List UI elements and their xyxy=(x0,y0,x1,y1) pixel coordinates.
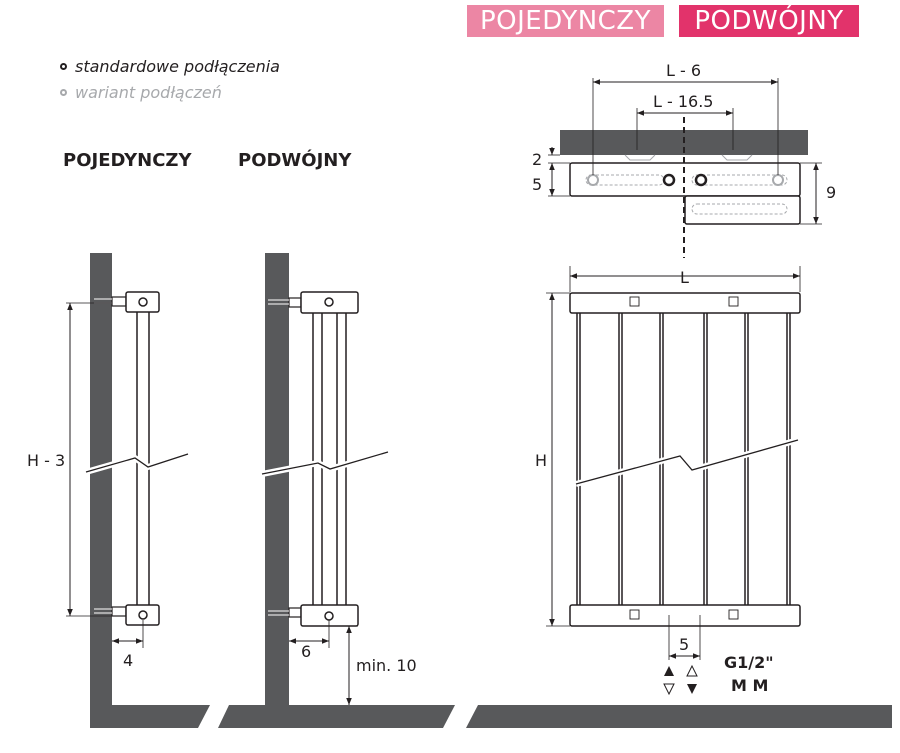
legend-variant: wariant podłączeń xyxy=(60,83,222,102)
floor-single xyxy=(90,705,210,728)
legend-variant-label: wariant podłączeń xyxy=(75,83,222,102)
wall-single xyxy=(90,253,112,728)
dim-bracket-height: 5 xyxy=(532,175,542,194)
dim-offset-single: 4 xyxy=(123,651,133,670)
dim-depth: 9 xyxy=(826,183,836,202)
legend-standard: standardowe podłączenia xyxy=(60,57,280,76)
dim-h-minus-3: H - 3 xyxy=(27,451,65,470)
mounting-bracket-rear xyxy=(684,195,801,225)
thread-size: G1/2" xyxy=(724,653,774,672)
standard-hole-left xyxy=(662,173,676,187)
wall-double xyxy=(265,253,289,728)
flow-up-outline-icon xyxy=(686,664,698,677)
dim-height: H xyxy=(535,451,547,470)
floor-front xyxy=(466,705,892,728)
standard-connection-icon xyxy=(60,63,67,70)
dim-min-floor: min. 10 xyxy=(356,656,417,675)
double-side-view: 6 min. 10 xyxy=(218,253,455,728)
front-view: L - 6 L - 16.5 2 5 9 L xyxy=(466,61,892,728)
tag-double: PODWÓJNY xyxy=(679,5,859,37)
flow-down-filled-icon xyxy=(687,684,697,694)
dim-pipe-spacing: 5 xyxy=(679,635,689,654)
floor-double xyxy=(218,705,455,728)
front-bottom-collector xyxy=(569,604,801,627)
title-single: POJEDYNCZY xyxy=(63,150,192,171)
front-top-collector xyxy=(569,292,801,314)
legend-standard-label: standardowe podłączenia xyxy=(75,57,280,76)
double-bottom-collector xyxy=(300,604,359,627)
single-side-view: H - 3 4 xyxy=(27,253,210,728)
dim-offset-double: 6 xyxy=(301,642,311,661)
standard-hole-right xyxy=(694,173,708,187)
variant-connection-icon xyxy=(60,89,67,96)
dim-top-gap: 2 xyxy=(532,150,542,169)
single-bottom-collector xyxy=(125,604,160,626)
flow-down-outline-icon xyxy=(663,683,675,696)
dim-l-minus-6: L - 6 xyxy=(666,61,701,80)
single-top-collector xyxy=(125,291,160,313)
thread-type: M M xyxy=(731,676,768,695)
dim-l-minus-16-5: L - 16.5 xyxy=(653,92,713,111)
flow-up-filled-icon xyxy=(664,666,674,676)
double-top-collector xyxy=(300,291,359,314)
dim-length: L xyxy=(680,268,689,287)
tag-single: POJEDYNCZY xyxy=(467,5,664,37)
title-double: PODWÓJNY xyxy=(238,150,352,171)
